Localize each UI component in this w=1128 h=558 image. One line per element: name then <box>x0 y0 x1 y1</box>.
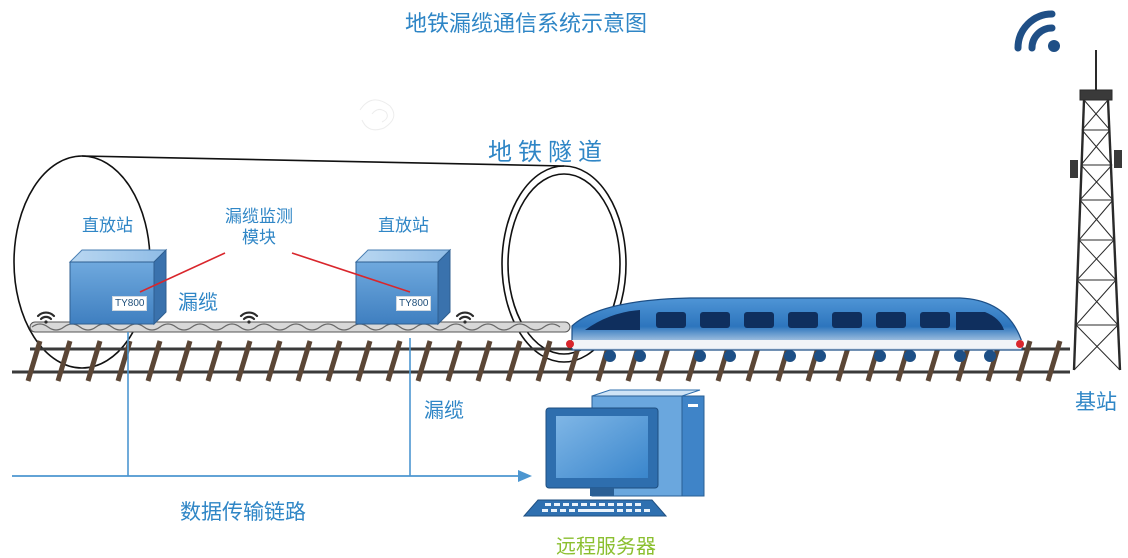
signal-icons <box>36 311 475 324</box>
repeater-box-right <box>354 248 452 326</box>
data-link-label: 数据传输链路 <box>180 500 306 524</box>
train-wheels <box>604 350 996 362</box>
pointer-line-left <box>139 252 226 293</box>
server-computer <box>522 389 705 517</box>
vertical-links <box>127 332 411 476</box>
train-windows <box>656 312 950 328</box>
tunnel-top-edge <box>81 155 565 167</box>
wifi-icon <box>36 311 56 324</box>
tunnel-right-opening-inner <box>507 173 621 355</box>
repeater-left-tag: TY800 <box>112 296 148 311</box>
data-link-arrow <box>12 470 532 482</box>
pointer-line-right <box>291 252 411 293</box>
background-swirl <box>359 99 395 131</box>
repeater-right-tag: TY800 <box>396 296 432 311</box>
page-title: 地铁漏缆通信系统示意图 <box>405 12 648 37</box>
repeater-right-label: 直放站 <box>378 216 429 236</box>
wifi-icon <box>239 311 259 324</box>
monitor-module-label: 漏缆监测模块 <box>225 207 293 249</box>
metro-train <box>566 297 1024 362</box>
base-station-tower <box>1070 50 1122 371</box>
wifi-icon <box>455 311 475 324</box>
repeater-left-label: 直放站 <box>82 216 133 236</box>
repeater-box-left <box>68 248 168 326</box>
wireless-signal-icon <box>1014 10 1060 52</box>
leaky-cable-upper-label: 漏缆 <box>178 290 218 314</box>
module-pointer-lines <box>139 252 411 293</box>
server-label: 远程服务器 <box>556 534 656 558</box>
tunnel-label: 地铁隧道 <box>488 138 608 166</box>
leaky-cable-lower-label: 漏缆 <box>424 398 464 422</box>
base-station-label: 基站 <box>1075 390 1117 414</box>
